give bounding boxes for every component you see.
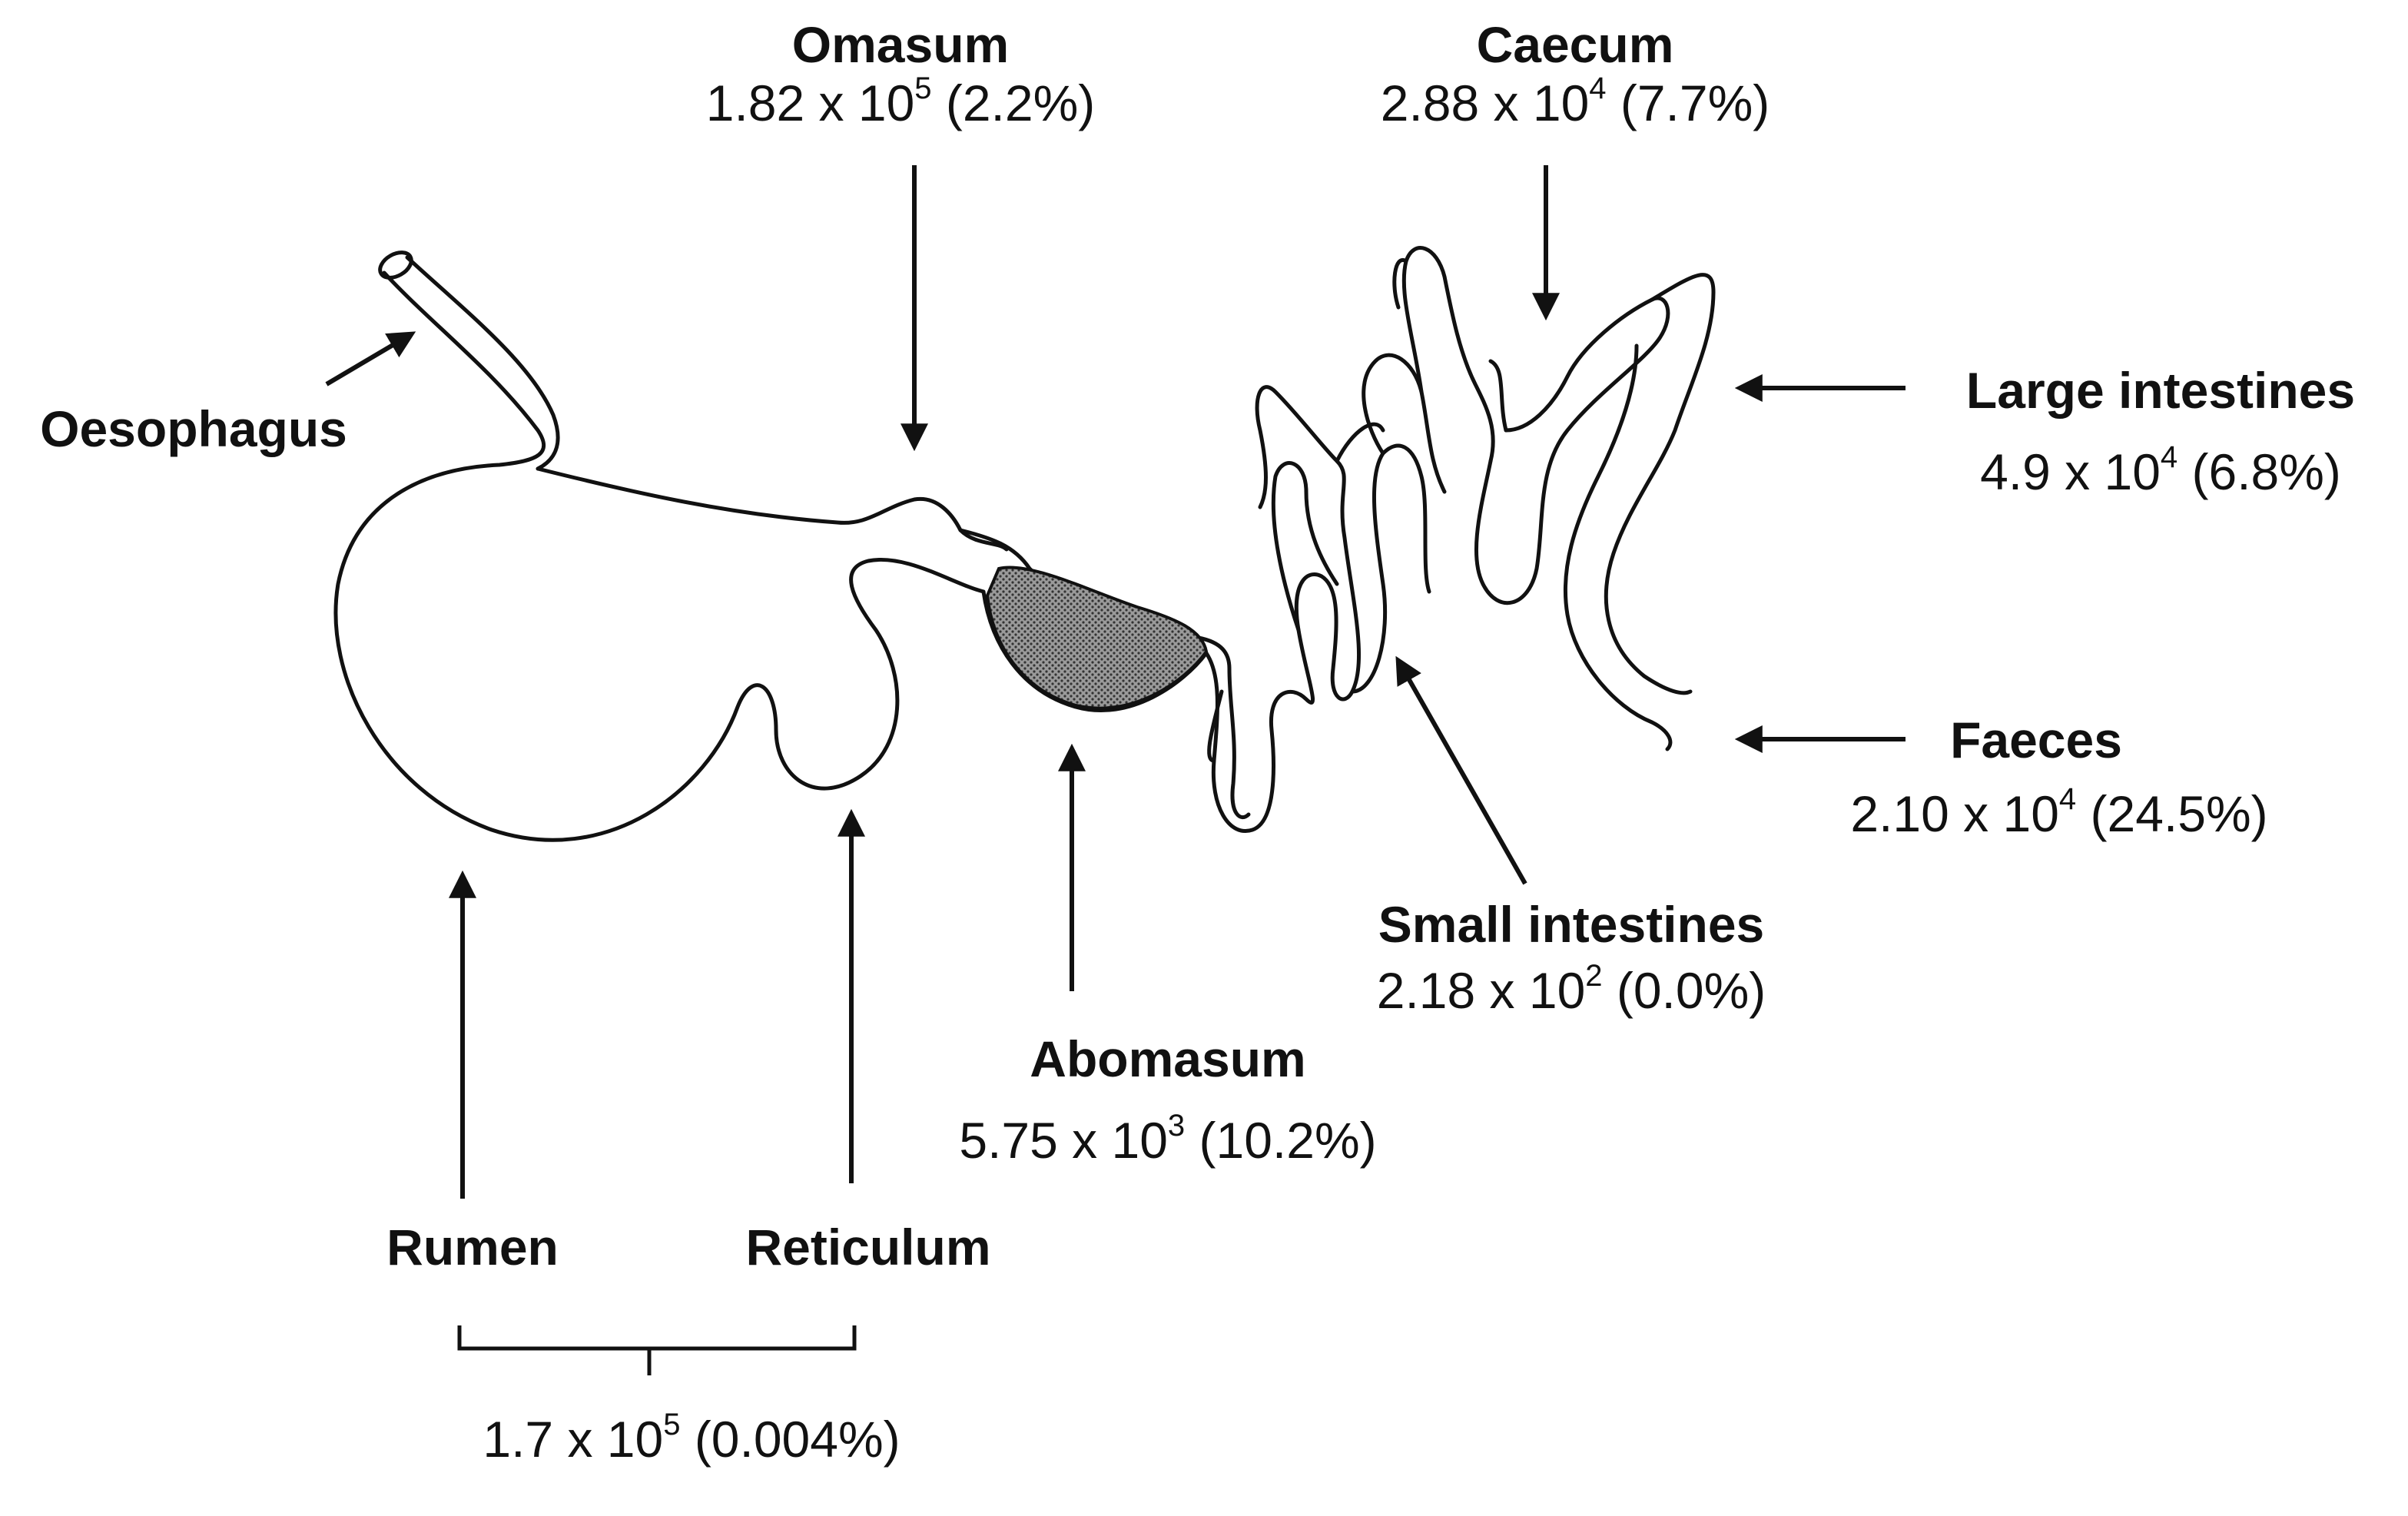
rumen-reticulum-value: 1.7 x 105 (0.004%)	[483, 1408, 901, 1468]
small-intestine-coils	[1204, 246, 1495, 833]
faeces-label: Faeces 2.10 x 104 (24.5%)	[1850, 711, 2267, 843]
caecum-value: 2.88 x 104 (7.7%)	[1380, 71, 1770, 131]
reticulum-name: Reticulum	[745, 1219, 991, 1275]
small-intestines-value: 2.18 x 102 (0.0%)	[1376, 959, 1766, 1019]
rumen-label: Rumen	[386, 1218, 559, 1276]
omasum-label: Omasum 1.82 x 105 (2.2%)	[706, 15, 1096, 132]
omasum-name: Omasum	[791, 16, 1010, 73]
small-intestines-name: Small intestines	[1378, 896, 1765, 953]
abomasum-name: Abomasum	[1030, 1030, 1306, 1087]
large-intestines-name: Large intestines	[1965, 362, 2356, 419]
large-intestine	[1474, 273, 1716, 751]
arrows	[325, 165, 1906, 1199]
oesophagus-label: Oesophagus	[40, 400, 347, 458]
abomasum-shading	[985, 566, 1209, 710]
stomach-outline	[333, 250, 1232, 842]
large-intestines-label: Large intestines 4.9 x 104 (6.8%)	[1966, 361, 2355, 501]
oesophagus-name: Oesophagus	[40, 400, 347, 457]
rumen-reticulum-label: 1.7 x 105 (0.004%)	[483, 1408, 901, 1468]
faeces-value: 2.10 x 104 (24.5%)	[1850, 782, 2268, 842]
faeces-name: Faeces	[1950, 712, 2122, 768]
oesophagus-arrow	[325, 331, 416, 386]
reticulum-label: Reticulum	[745, 1218, 990, 1276]
omasum-value: 1.82 x 105 (2.2%)	[705, 71, 1096, 131]
abomasum-label: Abomasum 5.75 x 103 (10.2%)	[959, 1030, 1376, 1169]
rumen-name: Rumen	[386, 1219, 559, 1275]
small-intestines-arrow	[1395, 655, 1527, 885]
abomasum-value: 5.75 x 103 (10.2%)	[959, 1109, 1377, 1169]
caecum-name: Caecum	[1476, 16, 1674, 73]
small-intestines-label: Small intestines 2.18 x 102 (0.0%)	[1377, 895, 1766, 1020]
caecum-label: Caecum 2.88 x 104 (7.7%)	[1381, 15, 1770, 132]
rumen-reticulum-bracket	[457, 1325, 857, 1375]
large-intestines-value: 4.9 x 104 (6.8%)	[1980, 440, 2341, 500]
